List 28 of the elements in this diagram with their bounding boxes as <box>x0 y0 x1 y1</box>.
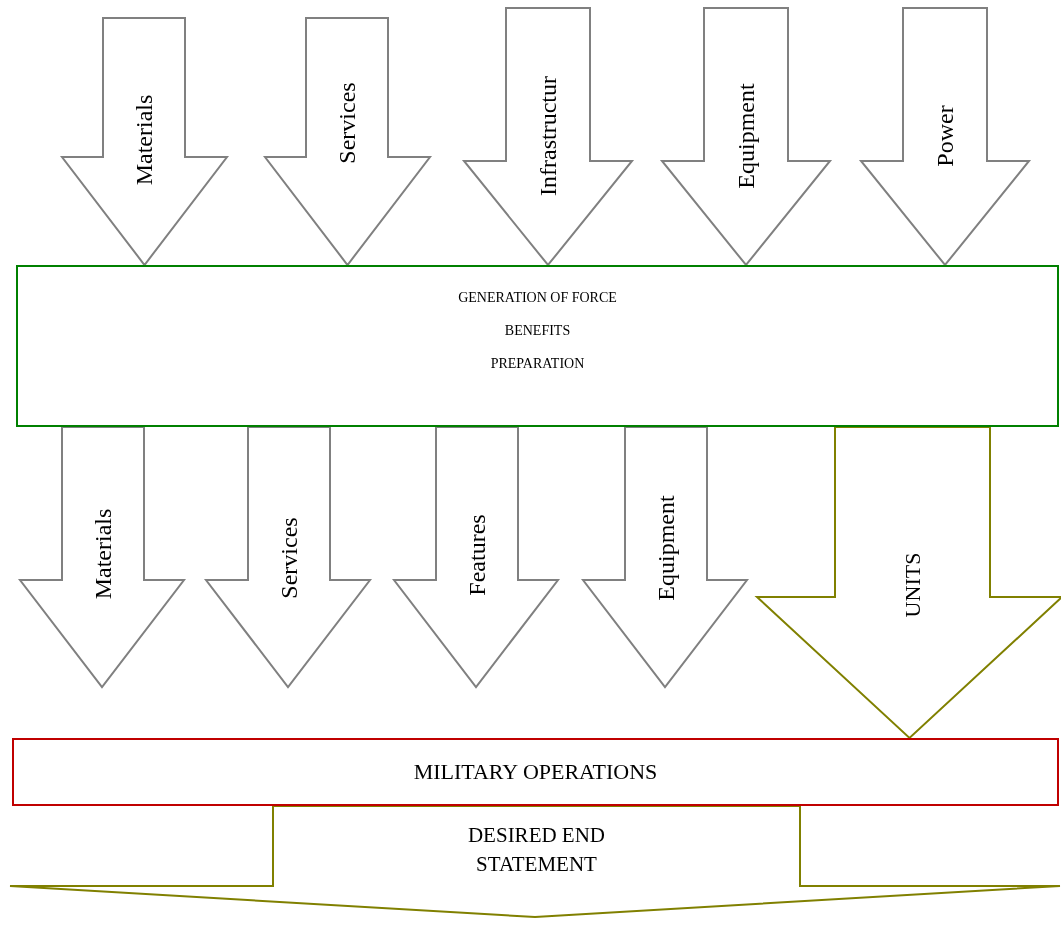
block-arrow <box>580 426 750 689</box>
edge-label: Equipment <box>654 495 678 601</box>
edge-label: Services <box>277 517 301 599</box>
block-arrow <box>659 7 833 267</box>
block-arrow <box>59 17 230 267</box>
box-label: GENERATION OF FORCE <box>458 289 617 307</box>
block-arrow <box>9 805 1061 918</box>
edge-label: Features <box>465 514 489 596</box>
block-arrow <box>203 426 373 689</box>
box-label: PREPARATION <box>490 355 585 373</box>
block-arrow <box>461 7 635 267</box>
process-box <box>12 738 1059 806</box>
process-box <box>16 265 1059 427</box>
edge-label: DESIRED END STATEMENT <box>466 822 607 878</box>
edge-label: Infrastructur <box>536 76 560 196</box>
block-arrow <box>754 426 1061 740</box>
edge-label: Services <box>335 82 359 164</box>
edge-label: Power <box>933 105 957 167</box>
box-label: BENEFITS <box>504 322 571 340</box>
block-arrow <box>858 7 1032 267</box>
edge-label: Equipment <box>734 83 758 189</box>
block-arrow <box>262 17 433 267</box>
edge-label: Materials <box>132 94 156 186</box>
box-label: MILITARY OPERATIONS <box>413 759 658 785</box>
block-arrow <box>391 426 561 689</box>
edge-label: Materials <box>91 508 115 600</box>
edge-label: UNITS <box>901 552 924 618</box>
block-arrow <box>17 426 187 689</box>
